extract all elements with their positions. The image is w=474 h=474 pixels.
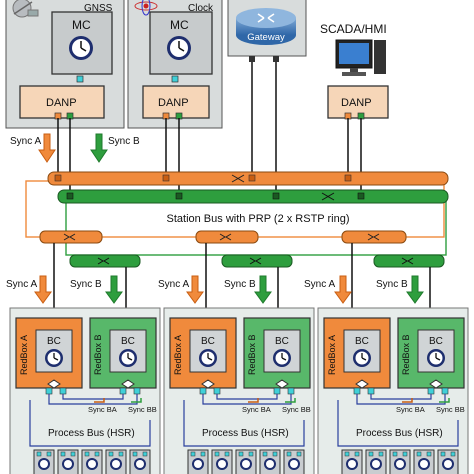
bay-1: RedBox A BC RedBox B BC Sync BA Sync BB Proces… (9, 307, 161, 474)
sync-bb-label: Sync BB (436, 405, 465, 414)
bc-a-label: BC (201, 336, 215, 347)
process-bus-label: Process Bus (HSR) (202, 428, 289, 439)
gnss-panel: GNSS MC DANP (5, 0, 125, 129)
bay-2: RedBox A BC RedBox B BC Sync BA Sync BB Proces… (163, 307, 315, 474)
bay-3: RedBox A BC RedBox B BC Sync BA Sync BB Proces… (317, 307, 469, 474)
sync-b-label-1: Sync B (70, 279, 102, 290)
scada-hmi: SCADA/HMI DANP (320, 22, 389, 120)
gnss-mc-label: MC (72, 18, 91, 32)
green-ring (65, 197, 447, 256)
gateway-panel: Gateway (227, 0, 307, 62)
redbox-a-label: RedBox A (173, 335, 183, 375)
link-icon (429, 379, 443, 389)
gnss-danp-label: DANP (46, 97, 77, 109)
arrow-icon (94, 398, 105, 403)
bc-b-label: BC (429, 336, 443, 347)
link-icon (275, 379, 289, 389)
clock-danp-label: DANP (158, 97, 189, 109)
ied-device-icon (129, 449, 151, 474)
ied-device-icon (283, 449, 305, 474)
sync-a-label-2: Sync A (158, 279, 189, 290)
link-icon (47, 379, 61, 389)
ied-device-icon (259, 449, 281, 474)
ied-device-icon (105, 449, 127, 474)
sync-ba-label: Sync BA (242, 405, 271, 414)
scada-danp-label: DANP (341, 97, 372, 109)
sync-bb-label: Sync BB (282, 405, 311, 414)
sync-a-label-1: Sync A (6, 279, 37, 290)
link-icon (355, 379, 369, 389)
sync-b-top-label: Sync B (108, 136, 140, 147)
redbox-b-label: RedBox B (93, 334, 103, 375)
orange-station-switch (47, 171, 449, 186)
ied-device-icon (235, 449, 257, 474)
arrow-icon (402, 398, 413, 403)
bc-b-label: BC (275, 336, 289, 347)
scada-label: SCADA/HMI (320, 22, 387, 36)
green-station-switch (57, 189, 449, 204)
bays: RedBox A BC RedBox B BC Sync BA Sync BB Proces… (9, 307, 469, 474)
sync-b-label-2: Sync B (224, 279, 256, 290)
link-icon (201, 379, 215, 389)
arrow-icon (248, 398, 259, 403)
sync-b-label-3: Sync B (376, 279, 408, 290)
ied-device-icon (341, 449, 363, 474)
bay-orange-switches (39, 230, 407, 244)
clock-mc-label: MC (170, 18, 189, 32)
router-icon (236, 8, 296, 45)
station-bus-label: Station Bus with PRP (2 x RSTP ring) (167, 213, 350, 225)
bc-a-label: BC (47, 336, 61, 347)
ied-device-icon (365, 449, 387, 474)
process-bus-label: Process Bus (HSR) (356, 428, 443, 439)
sync-a-arrow-icon (38, 133, 56, 163)
redbox-b-label: RedBox B (247, 334, 257, 375)
clock-label: Clock (188, 3, 214, 14)
process-bus-ring (29, 400, 151, 447)
clock-icon (69, 36, 93, 60)
arrow-icon (131, 398, 142, 403)
clock-panel: Clock MC DANP (127, 0, 223, 129)
redbox-a-label: RedBox A (19, 335, 29, 375)
orange-ring (25, 180, 445, 238)
link-icon (121, 379, 135, 389)
clock-icon (167, 36, 191, 60)
sync-bb-label: Sync BB (128, 405, 157, 414)
bay-green-switches (69, 254, 445, 268)
ied-device-icon (389, 449, 411, 474)
bc-a-label: BC (355, 336, 369, 347)
computer-icon (335, 39, 386, 76)
ied-device-icon (187, 449, 209, 474)
ied-device-icon (211, 449, 233, 474)
arrow-icon (439, 398, 450, 403)
process-bus-ring (183, 400, 305, 447)
arrow-icon (285, 398, 296, 403)
sync-ba-label: Sync BA (396, 405, 425, 414)
port-icon (76, 75, 84, 83)
sync-a-top-label: Sync A (10, 136, 41, 147)
ied-device-icon (33, 449, 55, 474)
ied-device-icon (57, 449, 79, 474)
sync-b-arrow-icon (90, 133, 108, 163)
sync-ba-label: Sync BA (88, 405, 117, 414)
sync-mid: Sync A Sync B Sync A Sync B Sync A Sync … (6, 275, 424, 304)
ied-device-icon (437, 449, 459, 474)
ied-device-icon (81, 449, 103, 474)
gateway-label: Gateway (247, 32, 285, 43)
process-bus-label: Process Bus (HSR) (48, 428, 135, 439)
sync-a-label-3: Sync A (304, 279, 335, 290)
satellite-icon (12, 0, 39, 18)
ied-device-icon (413, 449, 435, 474)
port-icon (171, 75, 179, 83)
redbox-b-label: RedBox B (401, 334, 411, 375)
atom-icon (134, 0, 158, 16)
redbox-a-label: RedBox A (327, 335, 337, 375)
process-bus-ring (337, 400, 459, 447)
bc-b-label: BC (121, 336, 135, 347)
gnss-label: GNSS (84, 3, 113, 14)
